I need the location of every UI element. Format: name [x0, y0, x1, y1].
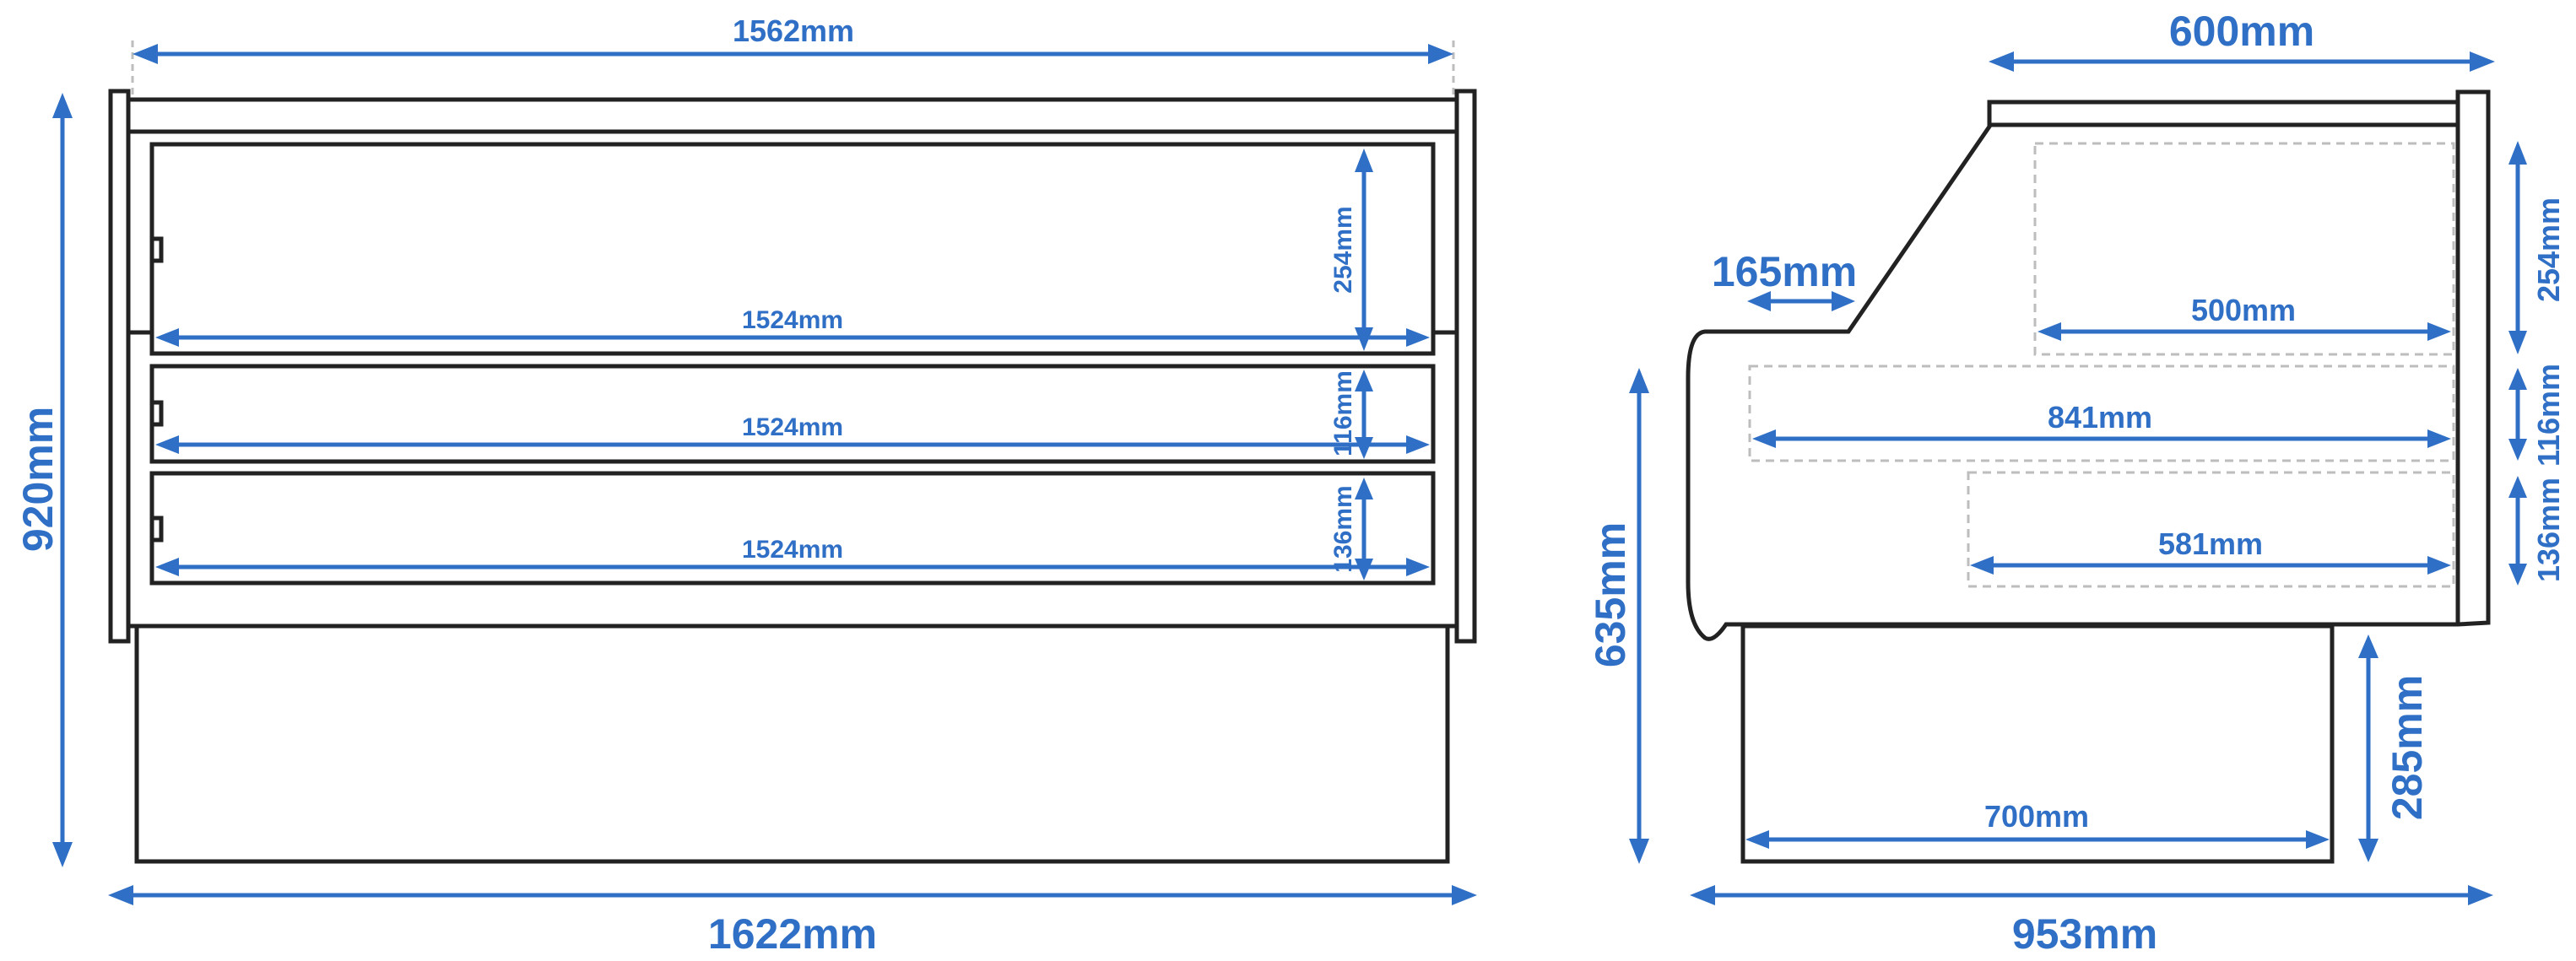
label-shelf-width: 1524mm — [742, 306, 843, 334]
arrow-head — [1406, 558, 1430, 576]
arrow-head — [155, 558, 179, 576]
arrow-head — [1752, 429, 1776, 448]
label-base-height: 285mm — [2384, 675, 2431, 820]
label-shelf-height: 136mm — [1329, 485, 1357, 572]
label-side-shelf-height: 254mm — [2531, 197, 2566, 302]
label-bottom-width: 1622mm — [708, 910, 877, 958]
label-top-depth: 600mm — [2169, 8, 2314, 55]
hidden-shelf-upper — [2033, 142, 2455, 356]
shelf-handle — [149, 516, 164, 543]
arrow-head — [1629, 839, 1649, 864]
label-upper-shelf: 500mm — [2191, 293, 2296, 327]
arrow-head — [2306, 830, 2330, 849]
side-body — [1686, 89, 2491, 641]
arrow-head — [2508, 439, 2527, 461]
arrow-head — [52, 842, 73, 867]
arrow-head — [2427, 429, 2451, 448]
hidden-shelf-lower — [1967, 471, 2455, 588]
arrow-head — [1355, 437, 1373, 459]
arrow-head — [2468, 885, 2493, 905]
label-shelf-height: 116mm — [1329, 370, 1357, 456]
label-top-width: 1562mm — [733, 13, 854, 48]
arrow-head — [2508, 564, 2527, 586]
side-view: 600mm 165mm 500mm 841mm 581mm 700mm 953m… — [1587, 8, 2566, 958]
arrow-head — [155, 435, 179, 454]
front-view: 1562mm 920mm 1622mm 1524mm 254mm 1524mm … — [14, 13, 1477, 958]
label-overall-depth: 953mm — [2012, 910, 2157, 958]
front-right-post — [1454, 89, 1477, 644]
label-side-shelf-height: 136mm — [2531, 478, 2566, 582]
arrow-head — [1355, 370, 1373, 391]
label-middle-shelf: 841mm — [2048, 400, 2152, 435]
shelf-handle — [149, 236, 164, 263]
arrow-head — [2508, 476, 2527, 498]
arrow-head — [133, 44, 158, 64]
arrow-head — [1832, 291, 1855, 311]
label-overall-height: 920mm — [14, 407, 62, 552]
front-left-post — [108, 89, 131, 644]
arrow-head — [2038, 322, 2061, 341]
arrow-head — [1428, 44, 1453, 64]
label-shelf-width: 1524mm — [742, 413, 843, 441]
arrow-head — [1406, 328, 1430, 347]
label-base-depth: 700mm — [1984, 799, 2089, 834]
arrow-head — [1406, 435, 1430, 454]
arrow-head — [2427, 556, 2451, 575]
arrow-head — [1690, 885, 1715, 905]
arrow-head — [108, 885, 133, 905]
front-canopy — [126, 97, 1459, 134]
arrow-head — [1355, 559, 1373, 580]
arrow-head — [155, 328, 179, 347]
label-side-shelf-height: 116mm — [2531, 364, 2566, 467]
arrow-head — [52, 93, 73, 118]
label-shelf-height: 254mm — [1329, 206, 1357, 293]
label-lower-shelf: 581mm — [2158, 526, 2263, 561]
arrow-head — [2470, 51, 2495, 72]
arrow-head — [1629, 368, 1649, 393]
arrow-head — [1989, 51, 2014, 72]
side-base — [1740, 624, 2335, 864]
front-base — [134, 624, 1450, 864]
label-counter-height: 635mm — [1587, 522, 1634, 667]
arrow-head — [1355, 148, 1373, 172]
arrow-head — [1970, 556, 1994, 575]
arrow-head — [2358, 839, 2378, 862]
shelf-handle — [149, 400, 164, 427]
arrow-head — [2427, 322, 2451, 341]
arrow-head — [1355, 327, 1373, 351]
arrow-head — [1355, 478, 1373, 499]
arrow-head — [2508, 141, 2527, 165]
label-shelf-width: 1524mm — [742, 536, 843, 564]
arrow-head — [2508, 331, 2527, 354]
arrow-head — [1745, 830, 1769, 849]
label-front-slope: 165mm — [1712, 248, 1857, 295]
arrow-head — [2358, 634, 2378, 658]
hidden-shelf-middle — [1748, 364, 2455, 462]
arrow-head — [1747, 291, 1771, 311]
arrow-head — [1452, 885, 1477, 905]
arrow-head — [2508, 368, 2527, 390]
